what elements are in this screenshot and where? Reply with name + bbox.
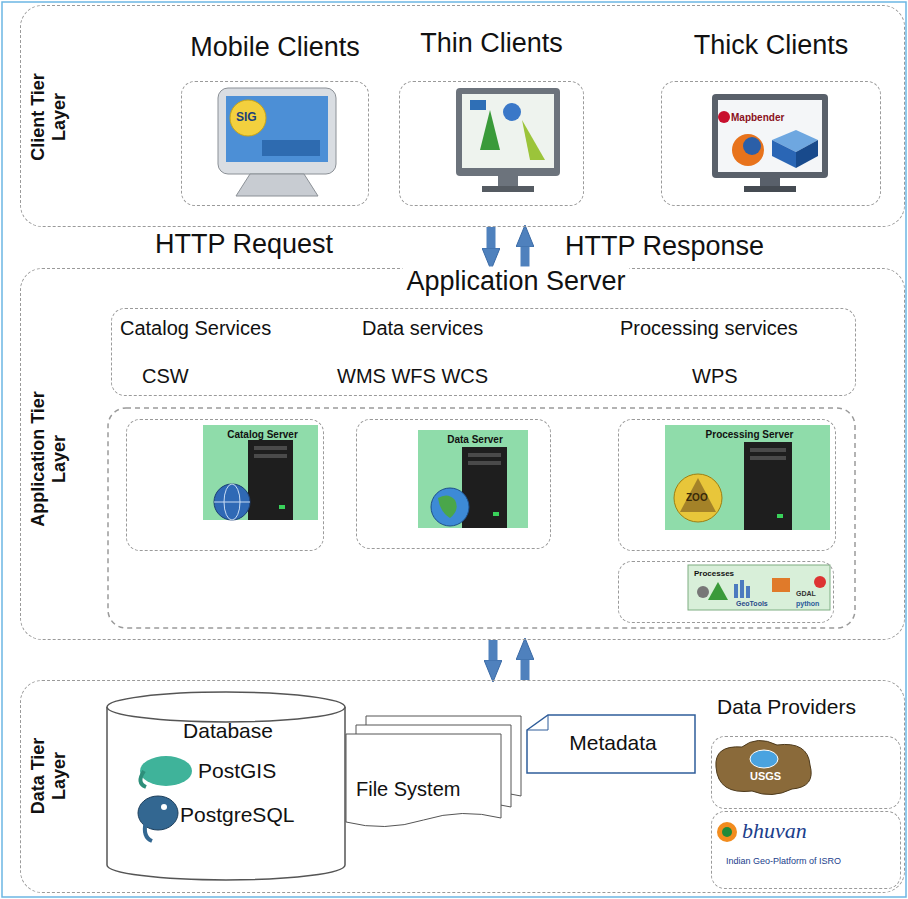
box-label: Data Server	[420, 434, 530, 446]
box-label: Data services	[362, 317, 483, 340]
box-label: Processes	[694, 569, 734, 578]
bhuvan-shape: bhuvanIndian Geo-Platform of ISRO	[711, 811, 901, 889]
box-label: Processing services	[620, 317, 798, 340]
block-arrow	[487, 227, 496, 248]
logo-text: GeoTools	[736, 600, 768, 608]
edge-label: HTTP Request	[155, 230, 333, 260]
box-label: Processing Server	[667, 429, 832, 441]
box-label: bhuvan	[742, 818, 807, 843]
logo-text: python	[796, 600, 819, 608]
component-box: Processing Server	[618, 419, 836, 551]
box-label: PostGIS	[198, 759, 276, 783]
box-label: CSW	[142, 365, 189, 388]
block-arrow	[521, 247, 530, 268]
block-arrow	[489, 640, 498, 660]
box-label: File System	[356, 778, 460, 801]
component-box: Data Server	[356, 419, 551, 549]
logo-text: Mapbender	[731, 112, 784, 123]
tier-band: Client Tier LayerMobile ClientsThin Clie…	[20, 5, 905, 227]
box-label: WPS	[692, 365, 738, 388]
heading-label: Data Providers	[717, 695, 856, 719]
tier-label: Data Tier Layer	[28, 721, 69, 831]
usgs-shape: Data ProvidersUSGS	[711, 736, 901, 809]
usgs-outline	[712, 737, 900, 808]
box-label: PostgreSQL	[180, 803, 294, 827]
pages-shape: File System	[346, 716, 521, 821]
component-box: Thick Clients	[661, 81, 881, 206]
processes-logos-icon	[688, 565, 830, 610]
logo-text: ZOO	[686, 492, 708, 503]
box-label: WMS WFS WCS	[337, 365, 488, 388]
box-label: Metadata	[526, 731, 700, 755]
box-label: USGS	[750, 770, 781, 783]
processing-server-icon	[665, 425, 830, 530]
box-label: Indian Geo-Platform of ISRO	[726, 856, 841, 866]
thick-monitor-icon	[712, 94, 828, 192]
tier-band: Application Tier Layer Application Server…	[20, 268, 905, 640]
tier-label: Application Tier Layer	[28, 384, 69, 534]
box-label: Database	[106, 719, 350, 743]
server-group-box	[108, 408, 855, 628]
edge-label: HTTP Response	[565, 232, 764, 262]
tier-label: Client Tier Layer	[28, 62, 69, 172]
logo-text: SIG	[236, 111, 257, 124]
component-box: Processes	[618, 561, 834, 623]
heading-label: Thick Clients	[662, 30, 880, 61]
component-box: Catalog Services Data services Processing …	[111, 308, 856, 396]
component-box: Thin Clients	[399, 81, 584, 206]
mobile-monitor-icon	[218, 88, 336, 196]
logo-text: GDAL	[796, 590, 816, 598]
heading-label: Thin Clients	[400, 28, 583, 59]
component-box: Catalog Server	[126, 419, 324, 551]
tier-band: Data Tier Layer DatabasePostGIS PostgreSQL…	[20, 680, 905, 893]
cyl-shape: DatabasePostGIS PostgreSQL	[106, 691, 350, 881]
box-label: Catalog Services	[120, 317, 271, 340]
thin-monitor-icon	[456, 88, 560, 192]
heading-label: Application Server	[402, 266, 629, 297]
component-box: Mobile Clients	[181, 81, 369, 206]
heading-label: Mobile Clients	[182, 32, 368, 63]
box-label: Catalog Server	[205, 429, 320, 441]
block-arrow	[521, 660, 530, 680]
pages-outline	[346, 716, 521, 821]
meta-shape: Metadata	[526, 714, 700, 774]
